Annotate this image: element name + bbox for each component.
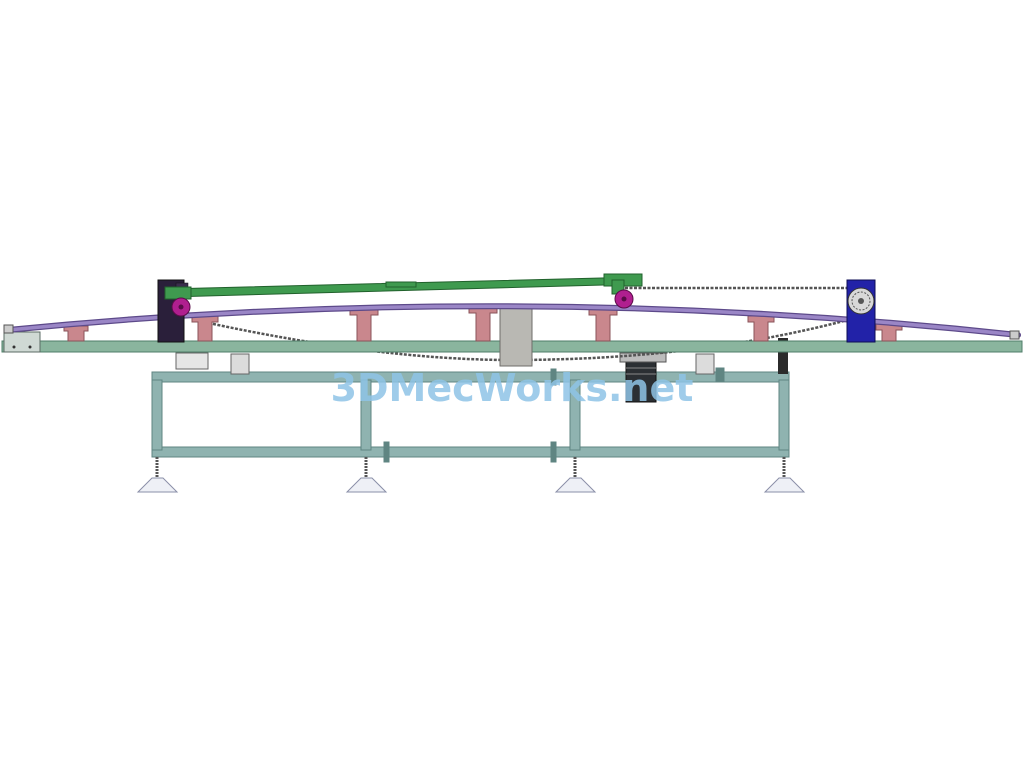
foot-4 xyxy=(763,457,806,493)
frame-post-3 xyxy=(569,379,581,451)
left-clamp-bracket xyxy=(175,352,209,370)
support-block-1 xyxy=(63,325,89,342)
lever-left-end xyxy=(164,286,192,300)
right-clamp-block xyxy=(695,353,715,375)
rail-right-cap xyxy=(1009,330,1020,340)
under-table-hardware xyxy=(175,338,788,403)
right-post-column xyxy=(778,338,788,374)
frame-post-1 xyxy=(151,379,163,451)
center-block xyxy=(499,307,533,367)
support-frame xyxy=(151,367,790,463)
support-block-7 xyxy=(875,323,903,342)
support-block-2 xyxy=(191,315,219,342)
left-roller xyxy=(171,297,191,317)
frame-post-2 xyxy=(360,379,372,451)
sprocket-icon xyxy=(847,287,875,315)
frame-joint-2 xyxy=(550,441,557,463)
support-block-5 xyxy=(588,307,618,342)
left-end-bracket xyxy=(3,331,41,353)
lever-mid-tab xyxy=(385,281,417,288)
foot-1 xyxy=(136,457,179,493)
right-drive-box xyxy=(846,279,876,343)
frame-bottom-beam xyxy=(151,446,790,458)
foot-3 xyxy=(554,457,597,493)
support-block-3 xyxy=(349,307,379,342)
frame-bracket xyxy=(715,367,725,383)
frame-joint-3 xyxy=(550,368,557,386)
gear-motor xyxy=(625,361,657,403)
support-block-4 xyxy=(468,305,498,342)
rollers xyxy=(171,289,634,317)
support-block-6 xyxy=(747,315,775,342)
support-blocks xyxy=(63,305,903,342)
foot-2 xyxy=(345,457,388,493)
leveling-feet xyxy=(136,457,806,493)
left-clamp-block xyxy=(230,353,250,375)
watermark-text: 3DMecWorks.net xyxy=(331,366,694,410)
frame-joint-1 xyxy=(383,441,390,463)
frame-post-4 xyxy=(778,379,790,451)
rail-left-cap xyxy=(3,324,14,334)
right-roller xyxy=(614,289,634,309)
frame-top-beam xyxy=(151,371,790,383)
lever-arm xyxy=(164,273,643,300)
